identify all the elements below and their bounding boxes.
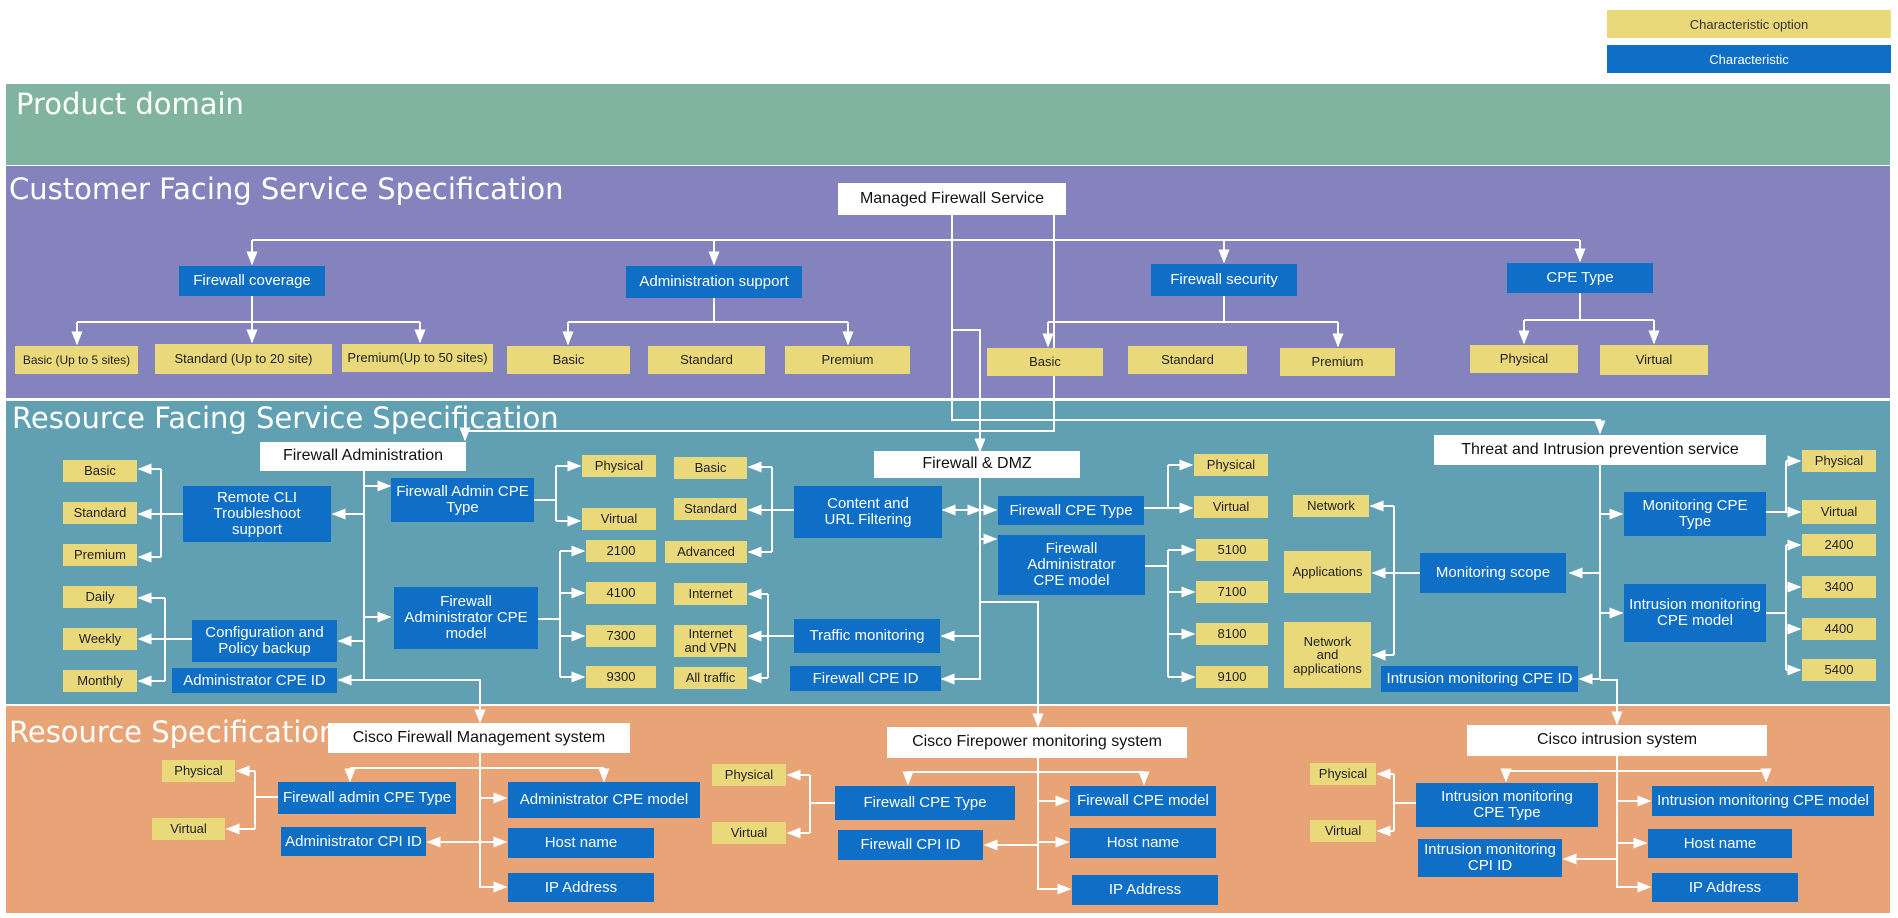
im-model-4400-option: 4400 xyxy=(1802,618,1876,640)
mon-cpe-virtual-option: Virtual xyxy=(1802,500,1876,524)
product-domain-band: Product domain xyxy=(6,84,1890,165)
cis-physical-option: Physical xyxy=(1310,763,1376,785)
cis-intrusion-monitoring-cpe-model: Intrusion monitoring CPE model xyxy=(1652,786,1874,816)
threat-intrusion-prevention-service: Threat and Intrusion prevention service xyxy=(1434,435,1766,465)
remote-cli-troubleshoot-support: Remote CLI Troubleshoot support xyxy=(183,486,331,542)
admin-support-premium-option: Premium xyxy=(785,346,910,374)
cfpms-firewall-cpe-model: Firewall CPE model xyxy=(1070,786,1216,816)
scope-network-option: Network xyxy=(1293,495,1369,517)
cfpms-virtual-option: Virtual xyxy=(712,822,786,844)
legend-characteristic: Characteristic xyxy=(1607,45,1891,73)
cis-intrusion-monitoring-cpi-id: Intrusion monitoring CPI ID xyxy=(1418,839,1562,877)
cfms-administrator-cpe-model: Administrator CPE model xyxy=(508,782,700,818)
im-model-5400-option: 5400 xyxy=(1802,659,1876,681)
cis-host-name: Host name xyxy=(1648,829,1792,858)
cfpms-firewall-cpe-type: Firewall CPE Type xyxy=(835,786,1015,820)
fw-model-8100-option: 8100 xyxy=(1196,623,1268,645)
cfpms-physical-option: Physical xyxy=(712,764,786,786)
fa-model-7300-option: 7300 xyxy=(586,625,656,647)
configuration-policy-backup: Configuration and Policy backup xyxy=(192,620,337,662)
firewall-cpe-id: Firewall CPE ID xyxy=(790,666,941,691)
fa-model-2100-option: 2100 xyxy=(586,540,656,562)
fw-model-5100-option: 5100 xyxy=(1196,539,1268,561)
admin-support-standard-option: Standard xyxy=(648,346,765,374)
remote-cli-standard-option: Standard xyxy=(63,502,137,524)
fa-cpe-virtual-option: Virtual xyxy=(582,508,656,530)
monitoring-scope: Monitoring scope xyxy=(1420,553,1566,593)
security-premium-option: Premium xyxy=(1280,348,1395,376)
fw-model-7100-option: 7100 xyxy=(1196,581,1268,603)
administrator-cpe-id: Administrator CPE ID xyxy=(172,668,337,693)
rs-title: Resource Specification xyxy=(9,715,338,749)
cfms-firewall-admin-cpe-type: Firewall admin CPE Type xyxy=(278,782,456,814)
cisco-firewall-management-system: Cisco Firewall Management system xyxy=(328,723,630,753)
cfs-title: Customer Facing Service Specification xyxy=(9,172,564,206)
admin-support-basic-option: Basic xyxy=(507,346,630,374)
cpe-type: CPE Type xyxy=(1507,263,1653,293)
im-model-3400-option: 3400 xyxy=(1802,576,1876,598)
content-advanced-option: Advanced xyxy=(665,541,747,563)
coverage-premium-option: Premium(Up to 50 sites) xyxy=(342,344,493,372)
firewall-administration: Firewall Administration xyxy=(260,442,466,471)
intrusion-monitoring-cpe-id: Intrusion monitoring CPE ID xyxy=(1381,666,1578,692)
cpe-virtual-option: Virtual xyxy=(1600,345,1708,375)
content-standard-option: Standard xyxy=(674,498,747,520)
firewall-administrator-cpe-model-dmz: Firewall Administrator CPE model xyxy=(998,535,1145,595)
firewall-administrator-cpe-model: Firewall Administrator CPE model xyxy=(394,587,538,649)
scope-applications-option: Applications xyxy=(1284,551,1371,593)
fw-cpe-virtual-option: Virtual xyxy=(1194,496,1268,518)
fa-model-9300-option: 9300 xyxy=(586,666,656,688)
backup-monthly-option: Monthly xyxy=(63,670,137,692)
product-domain-title: Product domain xyxy=(16,87,244,121)
firewall-cpe-type: Firewall CPE Type xyxy=(998,496,1144,525)
traffic-internet-vpn-option: Internet and VPN xyxy=(674,625,747,657)
backup-weekly-option: Weekly xyxy=(63,628,137,650)
cfms-virtual-option: Virtual xyxy=(152,818,225,840)
content-basic-option: Basic xyxy=(674,457,747,479)
cfms-administrator-cpi-id: Administrator CPI ID xyxy=(281,827,426,856)
cfms-host-name: Host name xyxy=(508,828,654,858)
legend-characteristic-label: Characteristic xyxy=(1709,51,1789,67)
cisco-firepower-monitoring-system: Cisco Firepower monitoring system xyxy=(887,727,1187,758)
firewall-admin-cpe-type: Firewall Admin CPE Type xyxy=(391,478,534,522)
coverage-standard-option: Standard (Up to 20 site) xyxy=(155,344,332,374)
cis-ip-address: IP Address xyxy=(1652,873,1798,902)
cpe-physical-option: Physical xyxy=(1470,345,1578,373)
traffic-internet-option: Internet xyxy=(674,583,747,605)
content-and-url-filtering: Content and URL Filtering xyxy=(794,486,942,538)
fw-cpe-physical-option: Physical xyxy=(1194,454,1268,476)
administration-support: Administration support xyxy=(626,266,802,298)
managed-firewall-service: Managed Firewall Service xyxy=(838,183,1066,215)
security-standard-option: Standard xyxy=(1128,346,1247,374)
traffic-all-option: All traffic xyxy=(674,667,747,689)
cisco-intrusion-system: Cisco intrusion system xyxy=(1467,725,1767,756)
fa-cpe-physical-option: Physical xyxy=(582,455,656,477)
rfs-title: Resource Facing Service Specification xyxy=(12,401,559,435)
firewall-security: Firewall security xyxy=(1151,264,1297,296)
cfms-physical-option: Physical xyxy=(162,760,235,782)
remote-cli-premium-option: Premium xyxy=(63,544,137,566)
legend-characteristic-option: Characteristic option xyxy=(1607,10,1891,38)
mon-cpe-physical-option: Physical xyxy=(1802,450,1876,472)
intrusion-monitoring-cpe-model: Intrusion monitoring CPE model xyxy=(1624,584,1766,642)
traffic-monitoring: Traffic monitoring xyxy=(794,619,940,653)
cfpms-firewall-cpi-id: Firewall CPI ID xyxy=(838,830,983,860)
monitoring-cpe-type: Monitoring CPE Type xyxy=(1624,492,1766,536)
im-model-2400-option: 2400 xyxy=(1802,534,1876,556)
cis-intrusion-monitoring-cpe-type: Intrusion monitoring CPE Type xyxy=(1416,783,1598,827)
backup-daily-option: Daily xyxy=(63,586,137,608)
cfpms-ip-address: IP Address xyxy=(1072,875,1218,905)
coverage-basic-option: Basic (Up to 5 sites) xyxy=(15,346,138,374)
cis-virtual-option: Virtual xyxy=(1310,820,1376,842)
fw-model-9100-option: 9100 xyxy=(1196,666,1268,688)
legend-option-label: Characteristic option xyxy=(1689,16,1809,32)
security-basic-option: Basic xyxy=(987,348,1103,376)
firewall-coverage: Firewall coverage xyxy=(179,266,325,296)
scope-network-applications-option: Network and applications xyxy=(1284,622,1371,688)
remote-cli-basic-option: Basic xyxy=(63,460,137,482)
fa-model-4100-option: 4100 xyxy=(586,582,656,604)
firewall-and-dmz: Firewall & DMZ xyxy=(874,451,1080,478)
cfpms-host-name: Host name xyxy=(1070,828,1216,858)
cfms-ip-address: IP Address xyxy=(508,873,654,902)
